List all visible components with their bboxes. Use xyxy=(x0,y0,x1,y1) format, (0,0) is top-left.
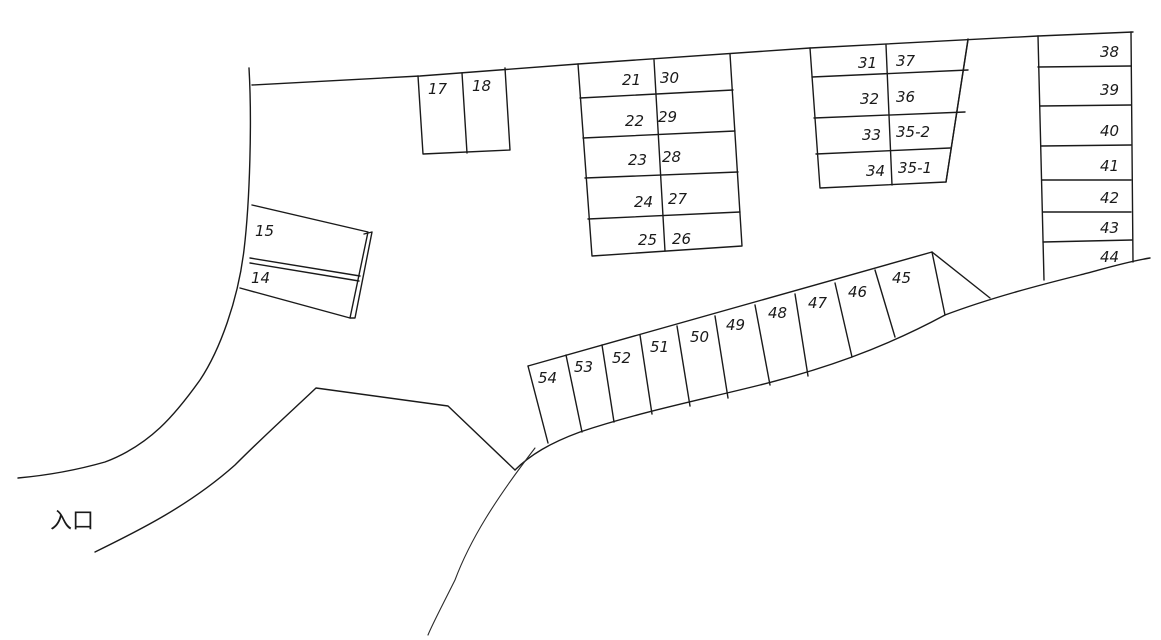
boundary-lines xyxy=(17,31,1151,636)
div-48-47 xyxy=(794,293,809,377)
label-46: 46 xyxy=(848,283,867,301)
label-37: 37 xyxy=(896,52,916,70)
block-21-30-outline xyxy=(577,53,743,257)
label-26: 26 xyxy=(672,230,691,248)
lower-right-boundary xyxy=(514,257,1151,471)
block-45-54 xyxy=(527,251,946,444)
row-divider-2 xyxy=(582,130,736,139)
row-39-40 xyxy=(1039,104,1132,107)
label-23: 23 xyxy=(628,151,647,169)
label-39: 39 xyxy=(1100,81,1119,99)
label-36: 36 xyxy=(896,88,915,106)
label-17: 17 xyxy=(428,80,448,98)
label-49: 49 xyxy=(726,316,745,334)
label-33: 33 xyxy=(862,126,881,144)
block-38-44-right xyxy=(1130,31,1134,263)
label-24: 24 xyxy=(634,193,653,211)
label-34: 34 xyxy=(866,162,885,180)
block-17-18 xyxy=(417,67,511,155)
label-35-1: 35-1 xyxy=(898,159,932,177)
label-38: 38 xyxy=(1100,43,1119,61)
entrance-label: 入口 xyxy=(50,509,94,534)
space-labels: 17 18 15 14 21 30 22 29 23 28 24 27 25 2… xyxy=(50,43,1119,534)
div-50-49 xyxy=(714,315,729,399)
row-divider-4 xyxy=(587,211,741,220)
row-divider-31-a xyxy=(811,69,969,78)
label-41: 41 xyxy=(1100,157,1119,175)
label-51: 51 xyxy=(650,338,669,356)
block-38-44 xyxy=(1037,31,1134,281)
label-28: 28 xyxy=(662,148,681,166)
block-31-37 xyxy=(809,38,969,189)
label-52: 52 xyxy=(612,349,631,367)
diagonal-boundary xyxy=(931,251,991,299)
divider-17-18 xyxy=(461,72,468,154)
div-47-46 xyxy=(834,282,853,358)
block-31-37-right xyxy=(945,39,969,183)
block-14-15-outline xyxy=(239,204,369,319)
label-14: 14 xyxy=(251,269,270,287)
div-51-50 xyxy=(676,325,691,407)
label-21: 21 xyxy=(622,71,641,89)
label-22: 22 xyxy=(625,112,644,130)
label-15: 15 xyxy=(255,222,274,240)
div-49-48 xyxy=(754,304,771,386)
label-27: 27 xyxy=(668,190,688,208)
divider-21-30-center xyxy=(653,59,666,252)
div-53-52 xyxy=(601,344,615,423)
divider-14-15-a xyxy=(249,257,361,277)
label-47: 47 xyxy=(808,294,828,312)
bottom-road-edge xyxy=(427,447,536,636)
divider-14-15-b xyxy=(249,262,360,282)
row-45-54-top xyxy=(527,251,946,367)
label-54: 54 xyxy=(538,369,557,387)
row-38-39 xyxy=(1037,65,1132,68)
label-45: 45 xyxy=(892,269,911,287)
div-54-left xyxy=(527,365,549,444)
block-38-44-left xyxy=(1037,35,1045,281)
label-35-2: 35-2 xyxy=(896,123,930,141)
row-40-41 xyxy=(1040,144,1132,147)
label-25: 25 xyxy=(638,231,657,249)
label-42: 42 xyxy=(1100,189,1119,207)
lower-road-edge xyxy=(94,387,516,553)
left-road-edge xyxy=(17,67,252,479)
block-14-15-edge xyxy=(349,231,373,319)
block-14-15 xyxy=(239,204,373,319)
label-18: 18 xyxy=(472,77,491,95)
row-divider-31-c xyxy=(815,147,951,155)
label-40: 40 xyxy=(1100,122,1119,140)
label-50: 50 xyxy=(690,328,709,346)
div-46-45 xyxy=(874,269,896,338)
label-29: 29 xyxy=(658,108,677,126)
div-54-53 xyxy=(565,354,583,433)
row-divider-1 xyxy=(579,89,734,99)
row-divider-3 xyxy=(584,171,739,179)
row-divider-31-b xyxy=(813,111,966,119)
label-31: 31 xyxy=(858,54,877,72)
label-32: 32 xyxy=(860,90,879,108)
label-43: 43 xyxy=(1100,219,1119,237)
label-44: 44 xyxy=(1100,248,1119,266)
row-43-44 xyxy=(1042,239,1133,243)
label-53: 53 xyxy=(574,358,593,376)
label-48: 48 xyxy=(768,304,787,322)
label-30: 30 xyxy=(660,69,679,87)
div-52-51 xyxy=(639,334,653,415)
top-boundary-line xyxy=(251,31,1134,86)
block-21-30 xyxy=(577,53,743,257)
